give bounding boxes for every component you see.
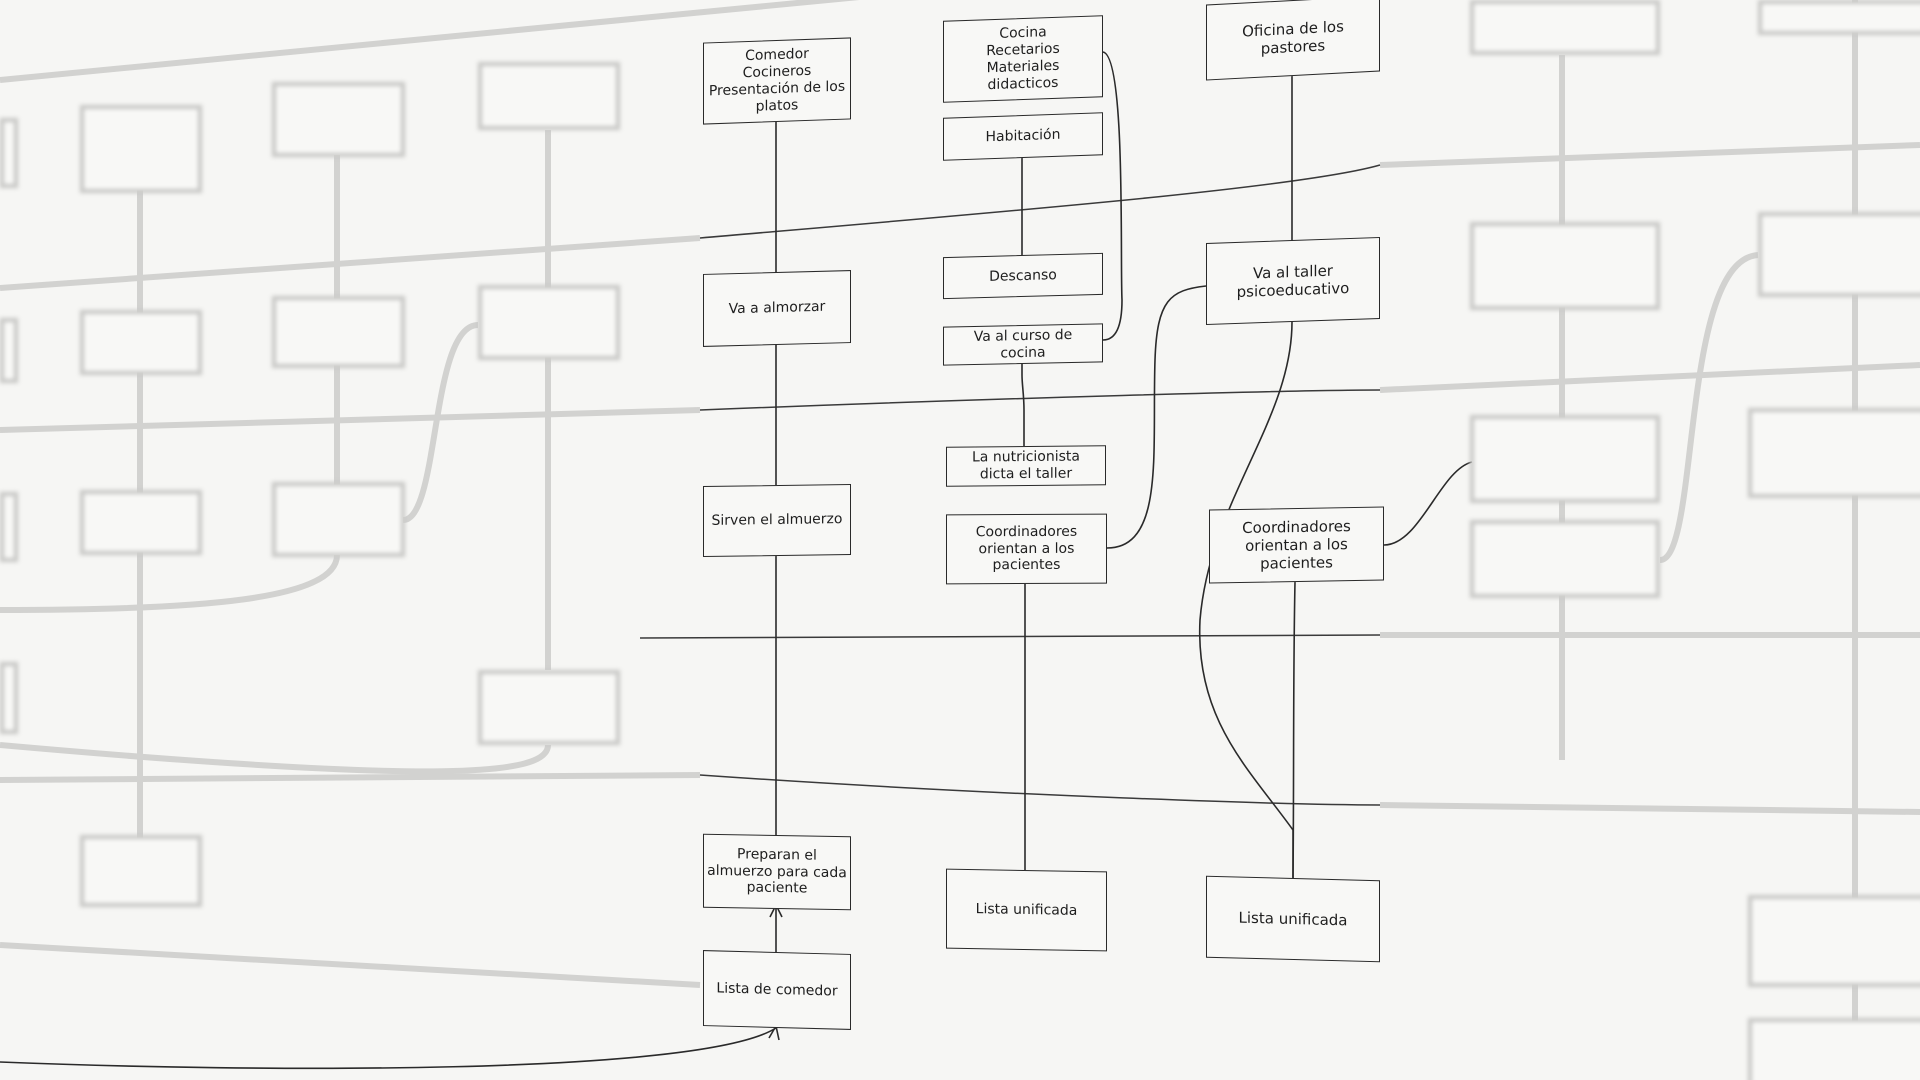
connector-blurred-col2-curve	[0, 554, 340, 613]
lane-divider-blurred-top	[0, 0, 860, 83]
blurred-box	[0, 662, 18, 734]
oficina-pastores-box: Oficina de los pastores	[1206, 0, 1380, 81]
lane-divider-3	[639, 634, 1381, 639]
blurred-box	[478, 285, 620, 360]
arrowhead-lista-comedor	[768, 1023, 780, 1041]
blurred-box	[1758, 212, 1920, 297]
blurred-box	[1470, 0, 1660, 55]
connector-curso-nutricionista	[1021, 364, 1025, 446]
connector-blurred-col3-bottom	[0, 742, 551, 775]
connector-taller-lista	[1198, 321, 1294, 878]
va-al-curso-de-cocina-box: Va al curso de cocina	[943, 323, 1103, 366]
lane-divider-blurred-low	[0, 772, 701, 783]
blurred-box	[0, 318, 18, 383]
lane-divider-1	[699, 164, 1381, 239]
connector-cocina-header-curso	[1102, 51, 1123, 341]
blurred-box	[1470, 222, 1660, 310]
lane-divider-blurred-right-2	[1379, 362, 1920, 393]
blurred-box	[1758, 0, 1920, 35]
blurred-box	[272, 82, 405, 157]
lane-divider-blurred-upper	[0, 235, 701, 291]
blurred-box	[0, 492, 18, 562]
lane-divider-4	[699, 774, 1381, 806]
cocina-header-box: Cocina Recetarios Materiales didacticos	[943, 15, 1103, 103]
blurred-box	[478, 670, 620, 745]
blurred-box	[80, 490, 202, 555]
connector-bottom-to-lista	[0, 1027, 777, 1070]
connector-coordinadores-taller	[1106, 285, 1207, 549]
blurred-box	[80, 310, 202, 375]
nutricionista-box: La nutricionista dicta el taller	[946, 445, 1106, 487]
lista-unificada-cocina-box: Lista unificada	[946, 868, 1107, 952]
blurred-box	[1748, 1018, 1920, 1080]
blurred-box	[1470, 415, 1660, 503]
coordinadores-cocina-box: Coordinadores orientan a los pacientes	[946, 513, 1107, 585]
blurred-box	[272, 482, 405, 557]
blurred-box	[478, 62, 620, 130]
lane-divider-blurred-bottom	[0, 942, 701, 988]
blurred-box	[80, 105, 202, 193]
lane-divider-blurred-mid	[0, 407, 701, 433]
blurred-box	[80, 835, 202, 907]
va-al-taller-psicoeducativo-box: Va al taller psicoeducativo	[1206, 236, 1380, 326]
sirven-almuerzo-box: Sirven el almuerzo	[703, 483, 851, 558]
connector-pastores-coordinadores-right	[1383, 461, 1473, 546]
va-a-almorzar-box: Va a almorzar	[703, 270, 851, 347]
blurred-box	[0, 118, 18, 188]
blurred-box	[1748, 895, 1920, 987]
coordinadores-pastores-box: Coordinadores orientan a los pacientes	[1209, 506, 1384, 584]
descanso-box: Descanso	[943, 252, 1103, 300]
blurred-box	[272, 296, 405, 368]
preparan-almuerzo-box: Preparan el almuerzo para cada paciente	[703, 833, 851, 911]
blurred-box	[1748, 408, 1920, 498]
connector-blurred-col3-curve	[402, 322, 479, 523]
lista-de-comedor-box: Lista de comedor	[703, 950, 851, 1030]
lista-unificada-pastores-box: Lista unificada	[1206, 875, 1380, 963]
comedor-header-box: Comedor Cocineros Presentación de los pl…	[703, 37, 851, 125]
lane-divider-blurred-right-4	[1379, 802, 1920, 815]
lane-divider-2	[699, 389, 1381, 411]
blurred-box	[1470, 520, 1660, 598]
lane-divider-blurred-right	[1379, 142, 1920, 168]
connector-pastores-coordinadores-lista	[1292, 581, 1296, 879]
habitacion-box: Habitación	[943, 112, 1103, 161]
connector-blurred-right-3	[1659, 252, 1759, 563]
